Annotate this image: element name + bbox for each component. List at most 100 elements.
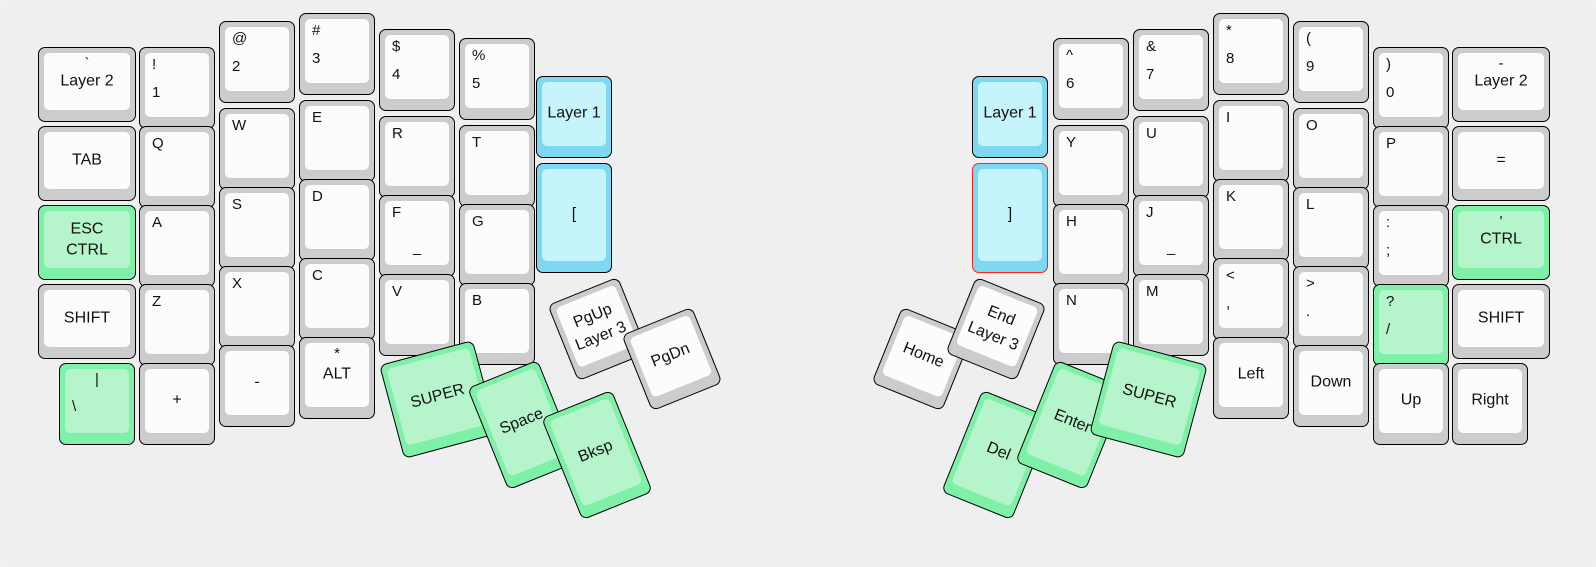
keycap-surface: PgUp Layer 3: [555, 284, 639, 368]
legend-top-left: L: [1306, 196, 1315, 213]
legend-top-left: M: [1146, 283, 1159, 300]
key-j[interactable]: J_: [1133, 195, 1209, 277]
key-left-bracket[interactable]: [: [536, 163, 612, 273]
legend-top-left: <: [1226, 267, 1235, 284]
key-pipe-backslash[interactable]: |\: [59, 363, 135, 445]
legend-center: SHIFT: [63, 309, 111, 327]
keycap-surface: M: [1139, 280, 1203, 344]
key-4[interactable]: $4: [379, 29, 455, 111]
key-alt[interactable]: *ALT: [299, 337, 375, 419]
keycap-surface: *ALT: [305, 343, 369, 407]
key-m[interactable]: M: [1133, 274, 1209, 356]
key-i[interactable]: I: [1213, 100, 1289, 182]
keycap-surface: I: [1219, 106, 1283, 170]
key-c[interactable]: C: [299, 258, 375, 340]
key-n[interactable]: N: [1053, 283, 1129, 365]
keycap-surface: $4: [385, 35, 449, 99]
key-comma[interactable]: <,: [1213, 258, 1289, 340]
key-7[interactable]: &7: [1133, 29, 1209, 111]
key-layer2-right[interactable]: -Layer 2: [1452, 47, 1550, 122]
key-right-arrow[interactable]: Right: [1452, 363, 1528, 445]
legend-center: =: [1496, 151, 1506, 169]
key-end-layer3[interactable]: End Layer 3: [945, 276, 1047, 382]
key-y[interactable]: Y: [1053, 125, 1129, 207]
key-layer1-left[interactable]: Layer 1: [536, 76, 612, 158]
key-h[interactable]: H: [1053, 204, 1129, 286]
key-up-arrow[interactable]: Up: [1373, 363, 1449, 445]
key-right-bracket[interactable]: ]: [972, 163, 1048, 273]
key-minus-left[interactable]: -: [219, 345, 295, 427]
key-down-arrow[interactable]: Down: [1293, 345, 1369, 427]
legend-top-center: -: [1498, 55, 1504, 72]
key-g[interactable]: G: [459, 204, 535, 286]
key-v[interactable]: V: [379, 274, 455, 356]
legend-center-two-line: PgUp Layer 3: [570, 300, 629, 354]
keycap-surface: ]: [978, 169, 1042, 261]
legend-bottom-left: 3: [312, 50, 321, 67]
key-quote-ctrl[interactable]: 'CTRL: [1452, 205, 1550, 280]
key-d[interactable]: D: [299, 179, 375, 261]
key-2[interactable]: @2: [219, 21, 295, 103]
key-o[interactable]: O: [1293, 108, 1369, 190]
key-k[interactable]: K: [1213, 179, 1289, 261]
key-s[interactable]: S: [219, 187, 295, 269]
keycap-surface: F_: [385, 201, 449, 265]
keycap-surface: B: [465, 289, 529, 353]
key-layer2-left[interactable]: `Layer 2: [38, 47, 136, 122]
key-plus[interactable]: +: [139, 363, 215, 445]
key-8[interactable]: *8: [1213, 13, 1289, 95]
legend-top-center: |: [95, 371, 99, 388]
keycap-surface: U: [1139, 122, 1203, 186]
legend-bottom-left: /: [1386, 321, 1391, 338]
key-p[interactable]: P: [1373, 126, 1449, 208]
legend-top-left: R: [392, 125, 403, 142]
key-6[interactable]: ^6: [1053, 38, 1129, 120]
key-semicolon[interactable]: :;: [1373, 205, 1449, 287]
legend-top-left: %: [472, 47, 486, 64]
legend-center: Layer 2: [1474, 72, 1528, 90]
legend-top-left: V: [392, 283, 403, 300]
key-z[interactable]: Z: [139, 284, 215, 366]
keycap-surface: SHIFT: [1458, 290, 1544, 347]
legend-top-left: T: [472, 134, 482, 151]
keycap-surface: SHIFT: [44, 290, 130, 347]
legend-top-left: X: [232, 275, 243, 292]
key-esc-ctrl[interactable]: ESC CTRL: [38, 205, 136, 280]
keycap-surface: +: [145, 369, 209, 433]
legend-center: SHIFT: [1477, 309, 1525, 327]
key-layer1-right[interactable]: Layer 1: [972, 76, 1048, 158]
legend-top-left: ^: [1066, 47, 1074, 64]
key-w[interactable]: W: [219, 108, 295, 190]
keycap-surface: TAB: [44, 132, 130, 189]
homing-bar: _: [1166, 239, 1176, 257]
key-5[interactable]: %5: [459, 38, 535, 120]
legend-top-left: F: [392, 204, 402, 221]
keycap-surface: G: [465, 210, 529, 274]
legend-top-center: *: [334, 345, 340, 362]
key-q[interactable]: Q: [139, 126, 215, 208]
key-period[interactable]: >.: [1293, 266, 1369, 348]
key-left-arrow[interactable]: Left: [1213, 337, 1289, 419]
key-9[interactable]: (9: [1293, 21, 1369, 103]
key-shift-left[interactable]: SHIFT: [38, 284, 136, 359]
key-a[interactable]: A: [139, 205, 215, 287]
legend-center: Right: [1471, 391, 1509, 409]
keycap-surface: [: [542, 169, 606, 261]
key-shift-right[interactable]: SHIFT: [1452, 284, 1550, 359]
key-tab[interactable]: TAB: [38, 126, 136, 201]
key-l[interactable]: L: [1293, 187, 1369, 269]
legend-center: Home: [900, 339, 947, 372]
key-f[interactable]: F_: [379, 195, 455, 277]
key-slash[interactable]: ?/: [1373, 284, 1449, 366]
key-t[interactable]: T: [459, 125, 535, 207]
key-r[interactable]: R: [379, 116, 455, 198]
key-equal[interactable]: =: [1452, 126, 1550, 201]
key-e[interactable]: E: [299, 100, 375, 182]
key-0[interactable]: )0: [1373, 47, 1449, 129]
key-3[interactable]: #3: [299, 13, 375, 95]
keycap-surface: Left: [1219, 343, 1283, 407]
key-u[interactable]: U: [1133, 116, 1209, 198]
key-1[interactable]: !1: [139, 47, 215, 129]
key-x[interactable]: X: [219, 266, 295, 348]
